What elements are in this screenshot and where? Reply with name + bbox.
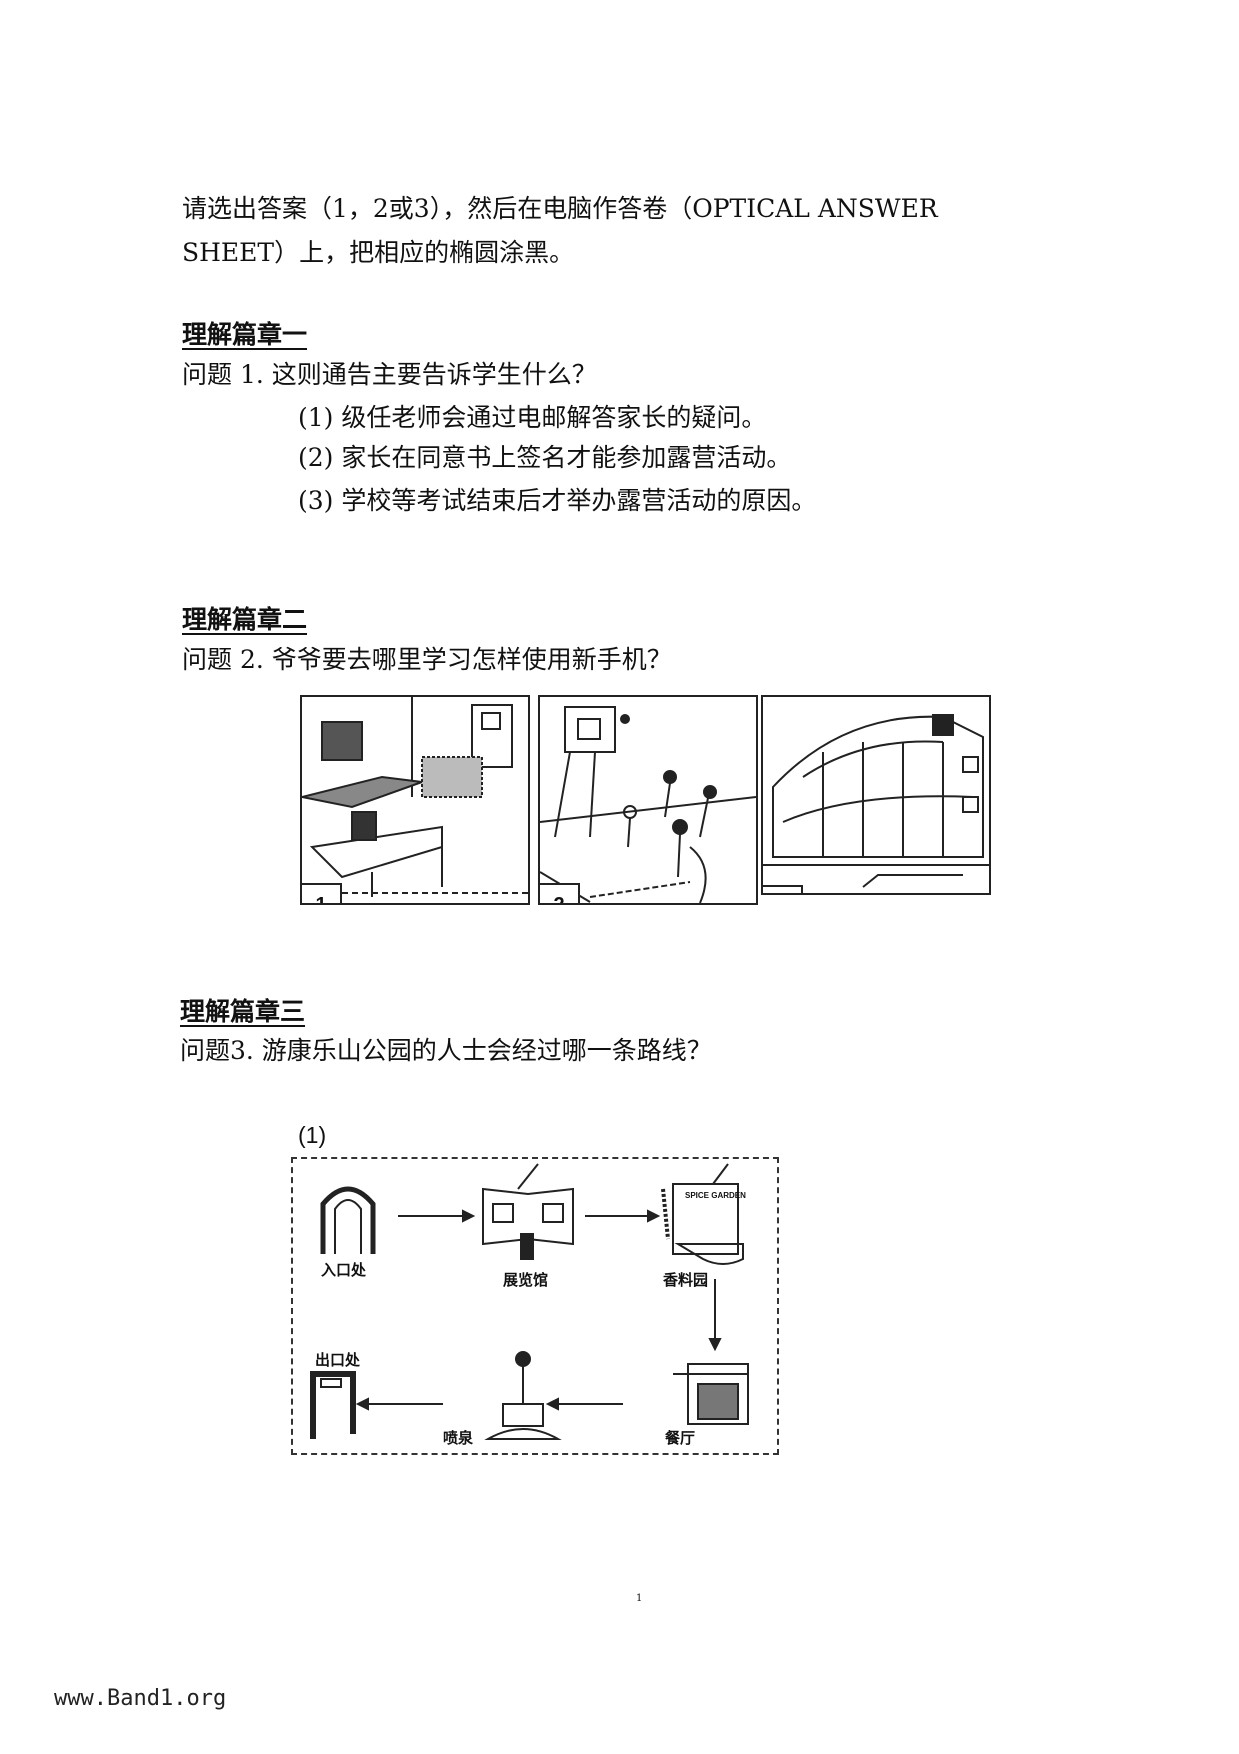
footer-website: www.Band1.org bbox=[54, 1686, 227, 1711]
picture-label-1: 1 bbox=[302, 883, 342, 903]
community-center-building-icon bbox=[763, 714, 989, 888]
basketball-court-scene-icon bbox=[540, 706, 756, 903]
label-restaurant: 餐厅 bbox=[665, 1429, 696, 1447]
section-1-heading: 理解篇章一 bbox=[182, 320, 308, 349]
label-exhibition-hall: 展览馆 bbox=[503, 1271, 549, 1289]
park-route-diagram: 入口处 展览馆 香料园 SPICE GARDEN 餐厅 喷泉 出口处 bbox=[291, 1157, 779, 1455]
restaurant-icon bbox=[673, 1363, 749, 1425]
question-1-option-1: (1) 级任老师会通过电邮解答家长的疑问。 bbox=[298, 403, 767, 432]
question-1-option-3: (3) 学校等考试结束后才举办露营活动的原因。 bbox=[298, 486, 817, 515]
arrow-down-icon bbox=[708, 1279, 722, 1352]
exit-gate-icon bbox=[310, 1371, 356, 1439]
label-exit: 出口处 bbox=[315, 1351, 361, 1369]
spice-garden-sign: SPICE GARDEN bbox=[685, 1191, 746, 1200]
label-entrance: 入口处 bbox=[321, 1261, 367, 1279]
entrance-gate-icon bbox=[320, 1186, 376, 1254]
question-3: 问题3. 游康乐山公园的人士会经过哪一条路线？ bbox=[180, 1036, 712, 1065]
question-1-option-2: (2) 家长在同意书上签名才能参加露营活动。 bbox=[298, 443, 792, 472]
picture-option-2: 2 bbox=[538, 695, 758, 905]
exhibition-hall-icon bbox=[482, 1163, 574, 1260]
picture-option-3: 3 bbox=[761, 695, 991, 895]
route-option-label: (1) bbox=[298, 1122, 327, 1148]
picture-option-1: 1 bbox=[300, 695, 530, 905]
question-2: 问题 2. 爷爷要去哪里学习怎样使用新手机？ bbox=[182, 645, 672, 674]
picture-label-3: 3 bbox=[763, 885, 803, 893]
arrow-right-icon bbox=[398, 1209, 476, 1223]
picture-label-2: 2 bbox=[540, 883, 580, 903]
fountain-icon bbox=[484, 1351, 562, 1440]
section-2-heading: 理解篇章二 bbox=[182, 605, 308, 634]
instruction-line-1: 请选出答案（1，2或3），然后在电脑作答卷（OPTICAL ANSWER bbox=[182, 194, 938, 223]
label-fountain: 喷泉 bbox=[443, 1429, 474, 1447]
instruction-line-2: SHEET）上，把相应的椭圆涂黑。 bbox=[182, 238, 575, 267]
classroom-scene-icon bbox=[302, 697, 528, 897]
label-spice-garden: 香料园 bbox=[663, 1271, 709, 1289]
question-1: 问题 1. 这则通告主要告诉学生什么？ bbox=[182, 360, 597, 389]
spice-garden-icon bbox=[661, 1163, 744, 1265]
arrow-left-icon bbox=[545, 1397, 623, 1411]
section-3-heading: 理解篇章三 bbox=[180, 997, 306, 1026]
arrow-right-icon bbox=[585, 1209, 661, 1223]
arrow-left-icon bbox=[355, 1397, 443, 1411]
page-number: 1 bbox=[636, 1593, 643, 1604]
